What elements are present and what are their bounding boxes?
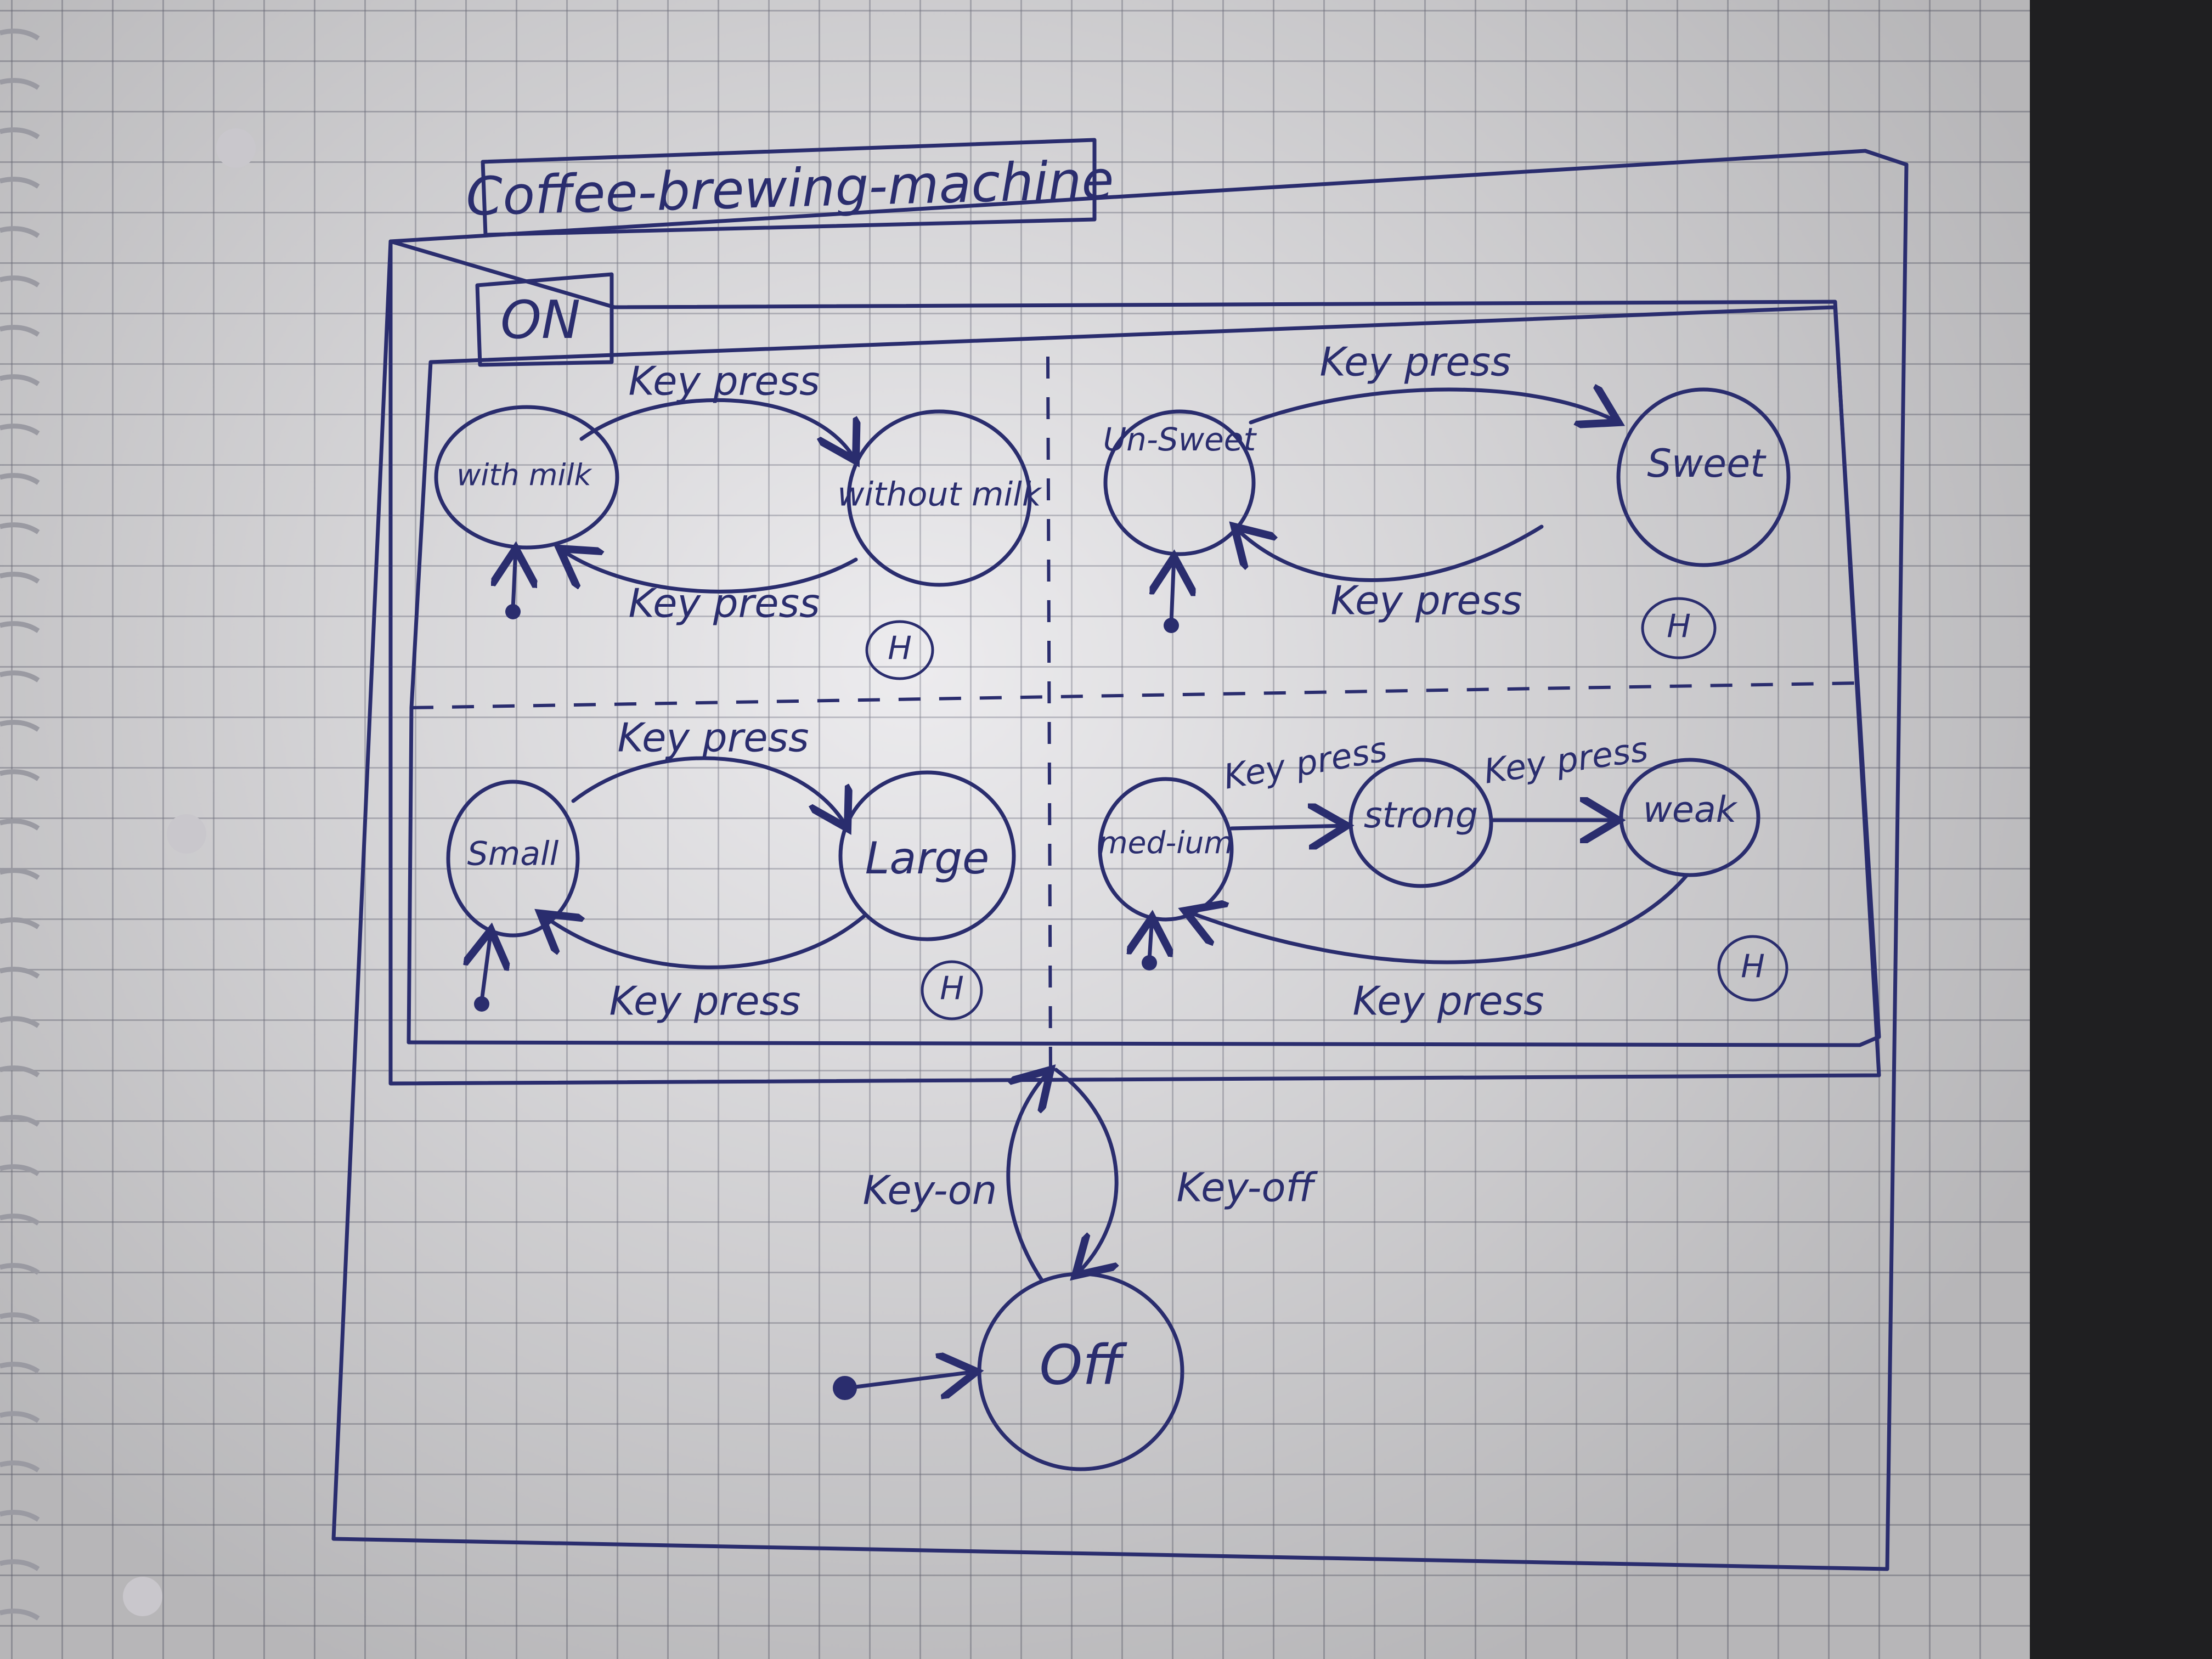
history-marker-label: H <box>940 969 964 1007</box>
region-size: Small Large Key press Key press H <box>446 715 1016 1024</box>
state-small[interactable] <box>446 780 580 938</box>
machine-frame <box>331 149 1909 1571</box>
initial-pseudostate <box>505 604 521 619</box>
transition-label: Key press <box>628 358 820 404</box>
transition-weak-to-medium[interactable] <box>1185 873 1689 964</box>
punch-hole <box>216 128 256 168</box>
initial-transition <box>1171 557 1174 625</box>
transition-key-off-label: Key-off <box>1177 1165 1318 1211</box>
transition-label: Key press <box>617 715 809 761</box>
history-marker-label: H <box>888 629 912 667</box>
history-marker[interactable] <box>1717 935 1788 1002</box>
on-label-box <box>475 272 614 367</box>
notebook-paper <box>0 0 2030 1659</box>
initial-pseudostate <box>1164 618 1179 633</box>
regions-frame <box>407 305 1881 1047</box>
history-marker-label: H <box>1667 607 1691 645</box>
initial-transition[interactable] <box>854 1372 977 1387</box>
region-divider-horizontal <box>411 681 1860 709</box>
history-marker[interactable] <box>865 620 934 680</box>
transition-small-to-large[interactable] <box>571 756 848 828</box>
transition-label: Key press <box>1352 978 1544 1024</box>
state-without-milk[interactable] <box>847 409 1032 587</box>
region-divider-vertical <box>1046 356 1052 1076</box>
history-marker[interactable] <box>921 960 983 1020</box>
transition-label: Key press <box>1330 578 1522 624</box>
initial-transition <box>1149 917 1152 962</box>
state-large-label: Large <box>865 833 989 884</box>
state-sweet-label: Sweet <box>1647 441 1767 486</box>
region-strength: med-ium strong weak Key press Key press … <box>1098 729 1788 1024</box>
state-medium-label: med-ium <box>1098 825 1233 860</box>
title-tab-frame <box>481 138 1097 237</box>
transition-key-on[interactable] <box>1006 1070 1051 1283</box>
state-strong-label: strong <box>1364 795 1478 836</box>
state-sweet[interactable] <box>1616 387 1791 567</box>
transition-without-to-with[interactable] <box>560 549 858 594</box>
state-off-label: Off <box>1040 1333 1128 1397</box>
history-marker-label: H <box>1741 947 1765 985</box>
initial-pseudostate <box>833 1376 857 1400</box>
paper-shading <box>0 0 2030 1659</box>
punch-hole <box>167 814 206 854</box>
state-un-sweet-label: Un-Sweet <box>1103 421 1257 458</box>
transition-label: Key press <box>628 580 820 627</box>
history-marker[interactable] <box>1641 597 1717 659</box>
initial-pseudostate <box>474 996 489 1012</box>
transition-label: Key press <box>609 978 800 1024</box>
state-weak-label: weak <box>1643 789 1738 831</box>
transition-large-to-small[interactable] <box>540 913 866 969</box>
transition-key-on-label: Key-on <box>863 1167 997 1214</box>
initial-pseudostate <box>1142 955 1157 970</box>
initial-transition <box>513 549 516 611</box>
transition-label: Key press <box>1319 339 1511 385</box>
spiral-binding <box>0 29 256 1621</box>
state-large[interactable] <box>838 770 1016 941</box>
transition-unsweet-to-sweet[interactable] <box>1249 390 1618 422</box>
state-small-label: Small <box>467 835 559 873</box>
transition-key-off[interactable] <box>1054 1068 1116 1276</box>
region-milk: with milk without milk Key press Key pre… <box>434 358 1042 680</box>
transition-sweet-to-unsweet[interactable] <box>1234 527 1544 582</box>
region-sweetness: Un-Sweet Sweet Key press Key press H <box>1103 339 1791 659</box>
initial-transition <box>482 930 491 1003</box>
state-with-milk-label: with milk <box>456 458 592 493</box>
transition-medium-to-strong[interactable] <box>1229 826 1347 828</box>
transition-with-to-without[interactable] <box>579 398 856 461</box>
off-region: Off Key-on Key-off <box>833 1068 1318 1471</box>
on-state-frame <box>388 239 1881 1086</box>
punch-hole <box>123 1577 162 1616</box>
on-label: ON <box>500 290 580 351</box>
state-without-milk-label: without milk <box>837 476 1042 514</box>
transition-label: Key press <box>1481 729 1650 792</box>
